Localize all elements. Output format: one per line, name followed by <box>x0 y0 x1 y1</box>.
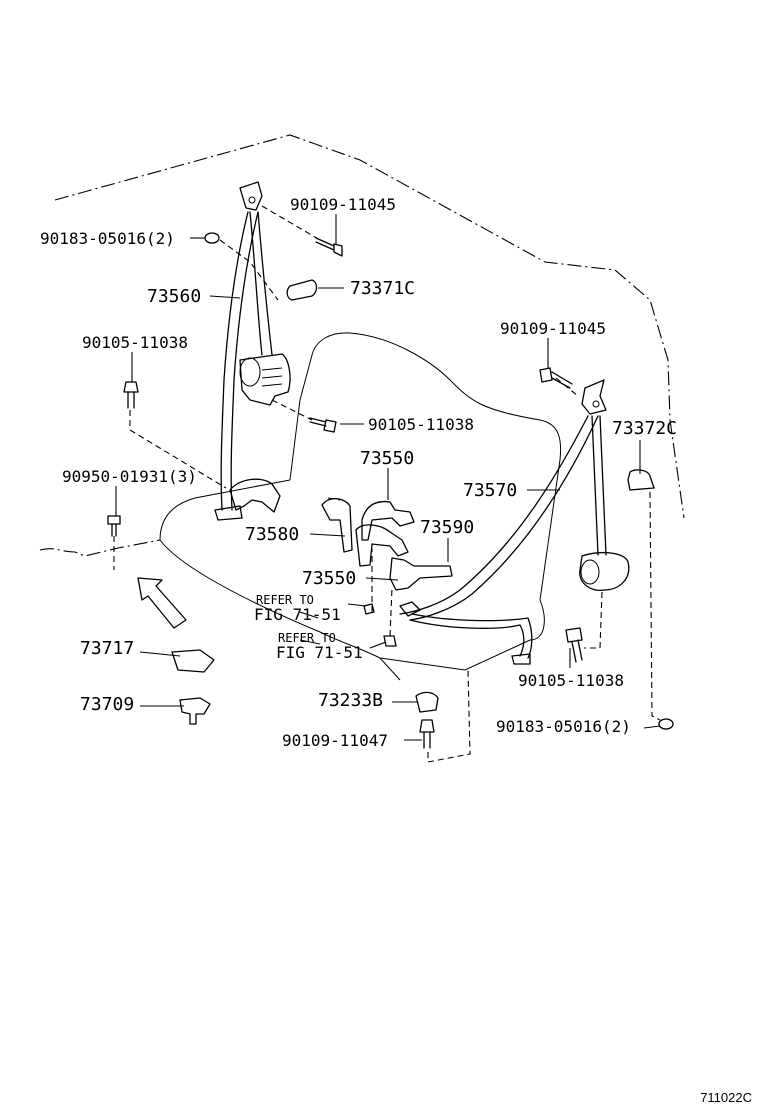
buckle-73590 <box>389 557 453 591</box>
assembly-lines <box>113 205 661 763</box>
callout-73580: 73580 <box>245 524 299 545</box>
refer-note-a-line2: FIG 71-51 <box>254 605 341 624</box>
callout-73717: 73717 <box>80 638 134 659</box>
cover-73371c <box>286 279 318 301</box>
callout-73550-bottom: 73550 <box>302 568 356 589</box>
cover-73372c <box>627 469 655 491</box>
callout-73590: 73590 <box>420 517 474 538</box>
bracket-73717 <box>171 649 215 673</box>
rear-seat <box>159 332 562 681</box>
callout-73709: 73709 <box>80 694 134 715</box>
callout-90183-05016-left: 90183-05016(2) <box>40 229 175 248</box>
callout-90109-11045-right: 90109-11045 <box>500 319 606 338</box>
callout-90109-11047: 90109-11047 <box>282 731 388 750</box>
callout-73371c: 73371C <box>350 278 415 299</box>
leader-lines <box>115 214 661 741</box>
refer-note-a-line1: REFER TO <box>256 593 314 607</box>
callout-73233b: 73233B <box>318 690 383 711</box>
anchor-73709 <box>179 697 211 725</box>
buckle-73550-top <box>361 500 415 541</box>
callout-90105-11038-mid: 90105-11038 <box>368 415 474 434</box>
callout-90105-11038-left: 90105-11038 <box>82 333 188 352</box>
body-outline <box>39 134 685 557</box>
callout-73550-top: 73550 <box>360 448 414 469</box>
front-arrow <box>137 577 187 629</box>
figure-code: 711022C <box>700 1090 752 1105</box>
callout-73560: 73560 <box>147 286 201 307</box>
plate-73233b <box>415 691 439 713</box>
refer-note-b-line1: REFER TO <box>278 631 336 645</box>
callout-90183-05016-right: 90183-05016(2) <box>496 717 631 736</box>
callout-73570: 73570 <box>463 480 517 501</box>
buckle-73580 <box>321 498 353 553</box>
seat-belt-assembly-73560 <box>214 181 291 521</box>
callout-73372c: 73372C <box>612 418 677 439</box>
seat-belt-assembly-73570 <box>399 379 630 665</box>
callout-90109-11045-left: 90109-11045 <box>290 195 396 214</box>
callout-90105-11038-right: 90105-11038 <box>518 671 624 690</box>
buckle-73550-bottom <box>355 524 409 567</box>
belt-hook <box>229 478 281 513</box>
callout-90950-01931: 90950-01931(3) <box>62 467 197 486</box>
refer-note-b-line2: FIG 71-51 <box>276 643 363 662</box>
